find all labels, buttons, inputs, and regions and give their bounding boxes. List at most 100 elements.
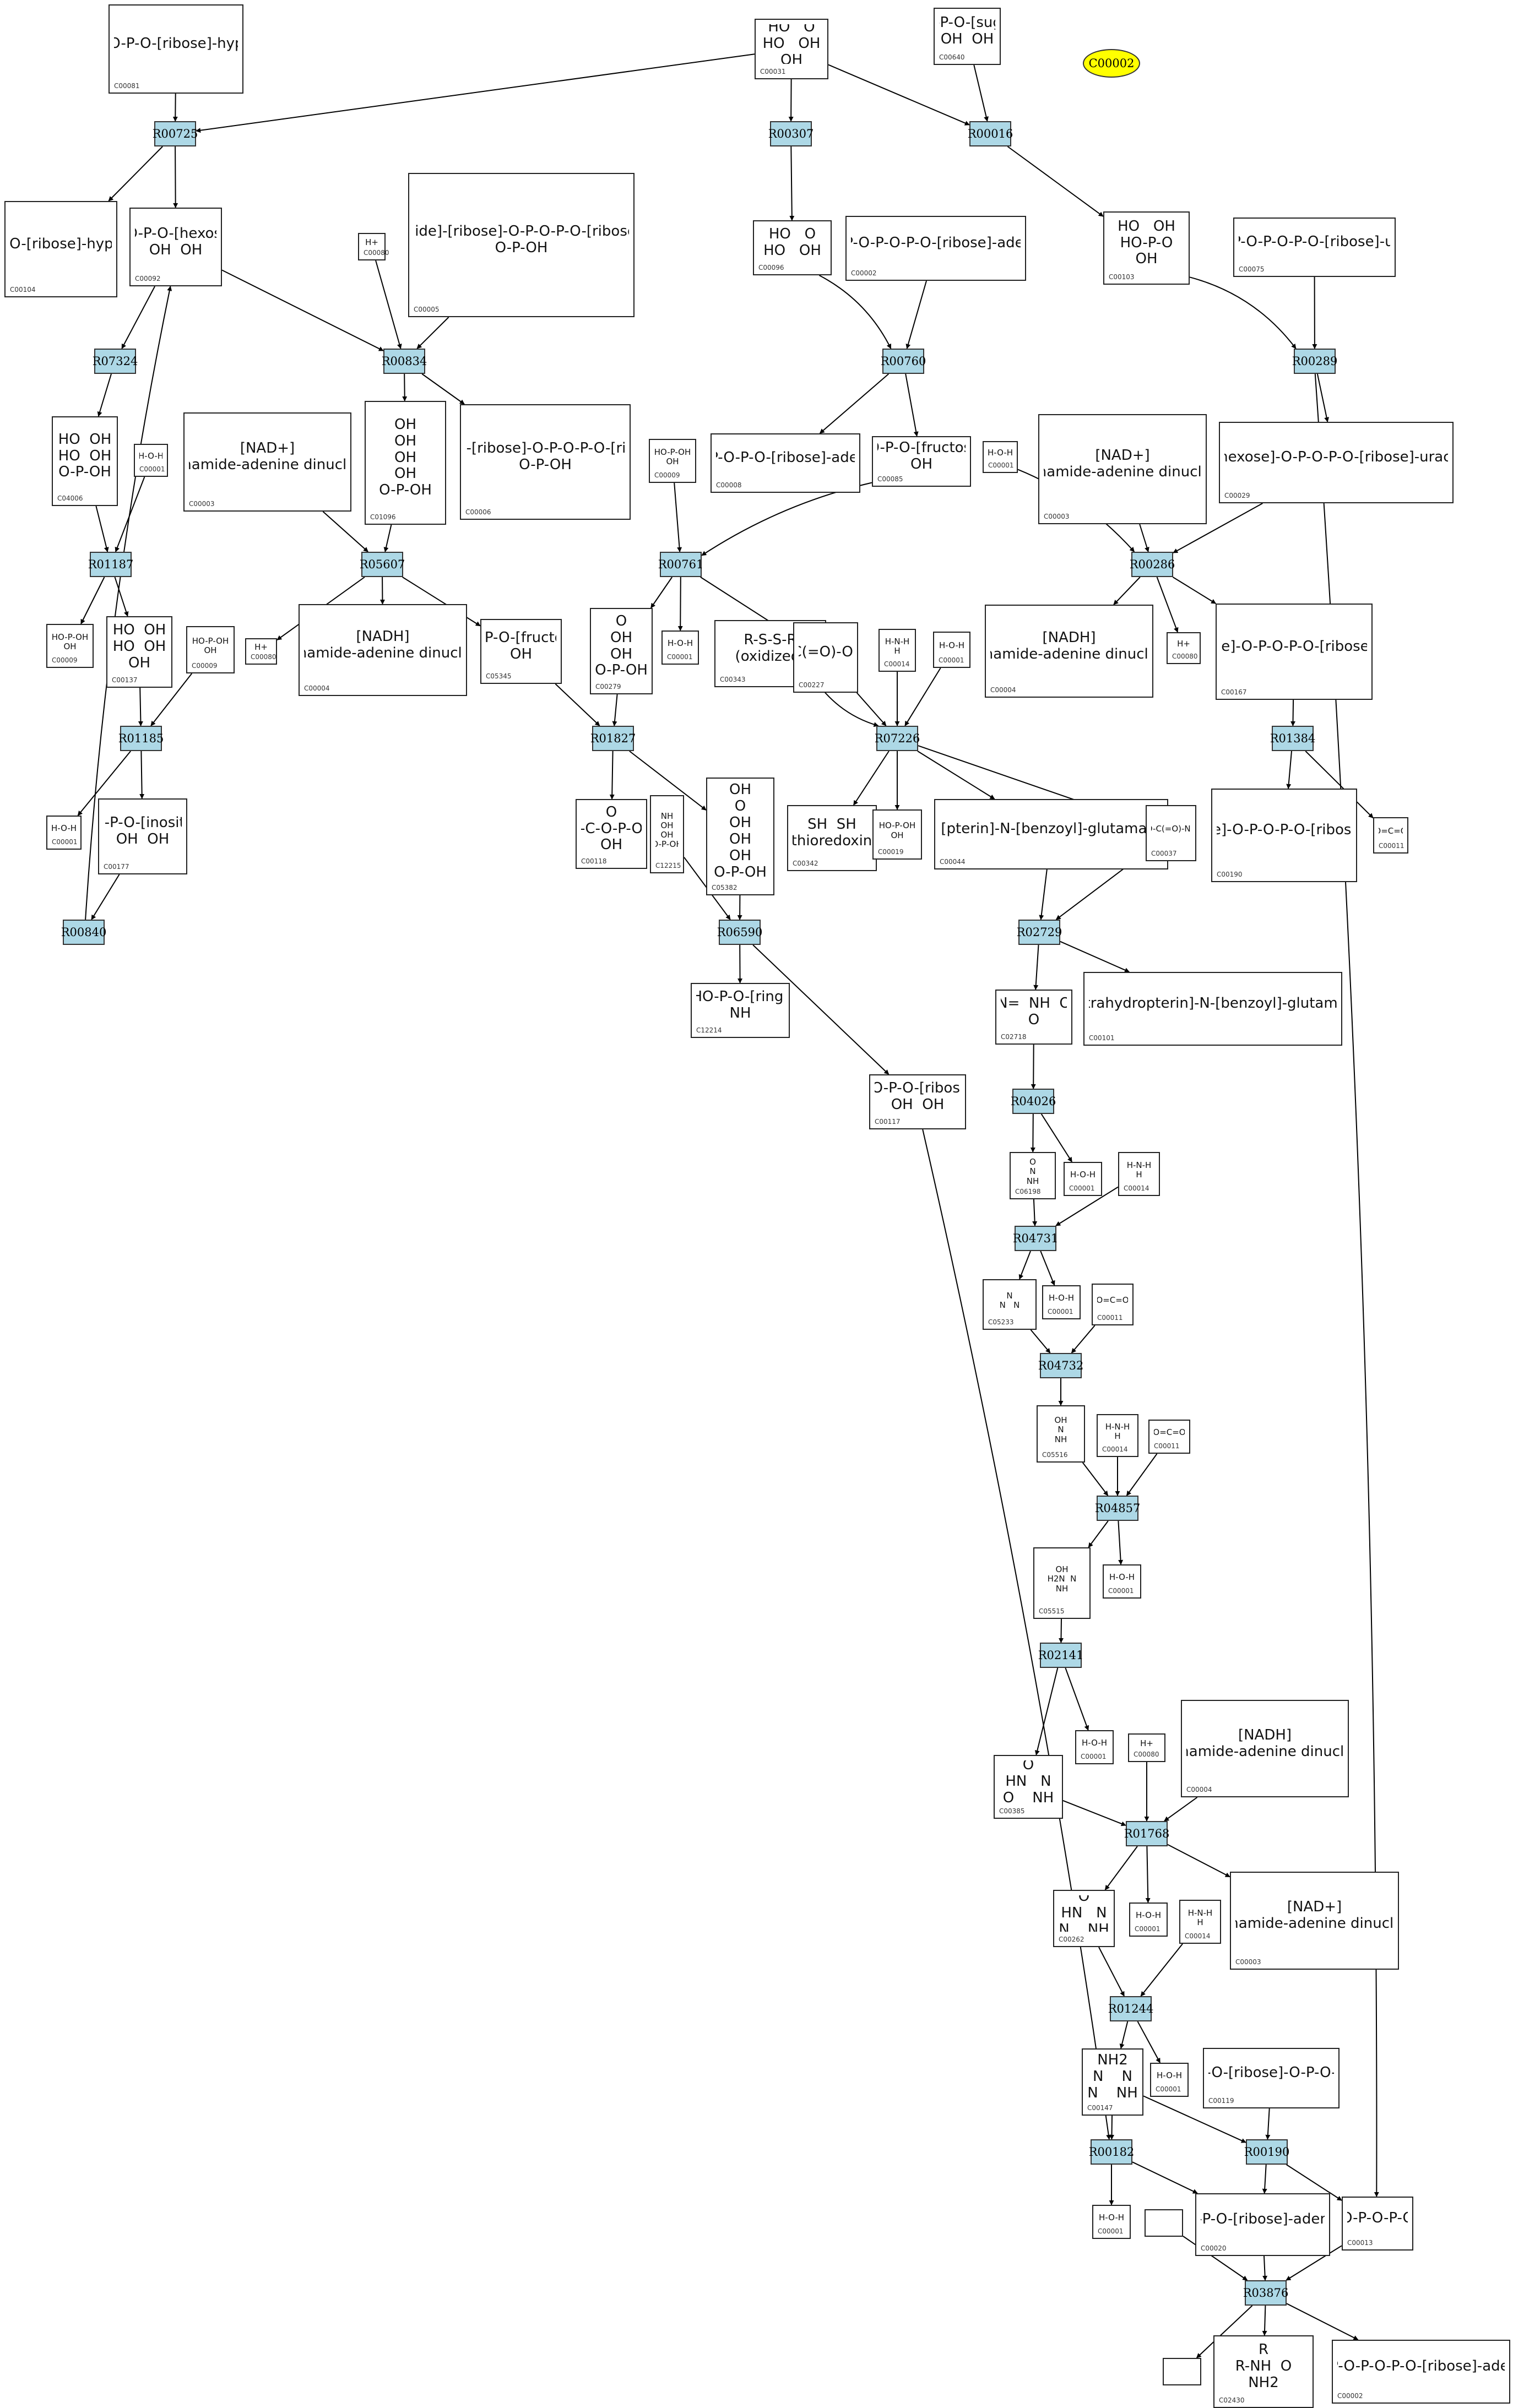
reaction-node[interactable]: R00190 bbox=[1244, 2139, 1289, 2165]
reaction-node[interactable]: R04732 bbox=[1038, 1353, 1083, 1378]
compound-box[interactable]: HO-C(=O)-NH2C00037 bbox=[1146, 805, 1196, 861]
reaction-node[interactable]: R01768 bbox=[1124, 1821, 1169, 1846]
compound-box[interactable]: HO-P-O-P-O-P-O-[ribose]-adenineC00002 bbox=[845, 216, 1026, 281]
compound-box[interactable]: NH OH OH O-P-OHC12215 bbox=[650, 795, 684, 873]
compound-box[interactable]: H+C00080 bbox=[358, 233, 389, 260]
compound-box[interactable] bbox=[1163, 2358, 1201, 2385]
reaction-node[interactable]: R07226 bbox=[875, 726, 920, 751]
reaction-node[interactable]: R02141 bbox=[1038, 1643, 1083, 1668]
compound-box[interactable]: HO-P-O-P-O-P-O-[ribose]-uracilC00075 bbox=[1233, 218, 1396, 277]
reaction-node[interactable]: R00286 bbox=[1130, 552, 1175, 577]
reaction-node[interactable]: R04857 bbox=[1095, 1496, 1140, 1521]
reaction-node[interactable]: R06590 bbox=[717, 920, 762, 945]
compound-box[interactable]: [pentose]-O-P-O-P-O-[ribose]-uracilC0019… bbox=[1211, 789, 1357, 882]
reaction-node[interactable]: R00307 bbox=[768, 121, 814, 146]
reaction-node[interactable]: R03876 bbox=[1243, 2280, 1288, 2306]
compound-box[interactable]: HO-P-O-[ribose]-adenineC00020 bbox=[1195, 2193, 1330, 2256]
compound-box[interactable]: H+C00080 bbox=[1167, 632, 1201, 664]
compound-box[interactable]: HO-P-O-P-OHC00013 bbox=[1342, 2197, 1413, 2251]
reaction-node[interactable]: R00834 bbox=[382, 349, 427, 374]
reaction-node[interactable]: R00761 bbox=[658, 552, 703, 577]
compound-box[interactable]: H3C-C(=O)-O-P-OHC00227 bbox=[793, 622, 858, 693]
reaction-node[interactable]: R01827 bbox=[590, 726, 636, 751]
compound-box[interactable]: H+C00080 bbox=[245, 638, 277, 665]
reaction-node[interactable]: R01244 bbox=[1108, 1996, 1153, 2021]
reaction-node[interactable]: R01187 bbox=[88, 552, 133, 577]
reaction-node[interactable]: R07324 bbox=[93, 349, 138, 374]
compound-box[interactable] bbox=[1145, 2209, 1183, 2237]
compound-box[interactable]: HO-P-O-P-O-[ribose]-hypoxanthineC00104 bbox=[4, 201, 117, 297]
compound-box[interactable]: [NAD+] nicotinamide-adenine dinucleotide… bbox=[183, 412, 351, 512]
compound-box[interactable]: SH SH R-[thioredoxin]-RC00342 bbox=[787, 805, 877, 871]
compound-box[interactable]: HO-P-O-P-O-P-O-[ribose]-hypoxanthineC000… bbox=[109, 4, 243, 94]
compound-box[interactable]: [nicotinamide]-[ribose]-O-P-O-P-O-[ribos… bbox=[408, 173, 635, 317]
reaction-node[interactable]: R04026 bbox=[1011, 1089, 1056, 1114]
reaction-node[interactable]: R05607 bbox=[360, 552, 405, 577]
compound-box[interactable]: [nicotinamide]-[ribose]-O-P-O-P-O-[ribos… bbox=[460, 404, 631, 520]
compound-box[interactable]: [NAD+] nicotinamide-adenine dinucleotide… bbox=[1230, 1872, 1399, 1970]
reaction-node[interactable]: R02729 bbox=[1017, 920, 1062, 945]
compound-box[interactable]: [uronate]-O-P-O-P-O-[ribose]-uracilC0016… bbox=[1216, 604, 1373, 700]
reaction-node[interactable]: R00840 bbox=[61, 920, 106, 945]
reaction-node[interactable]: R00760 bbox=[881, 349, 926, 374]
reaction-node[interactable]: R00182 bbox=[1089, 2139, 1134, 2165]
compound-box[interactable]: [tetrahydropterin]-N-[benzoyl]-glutamate… bbox=[1083, 972, 1342, 1046]
compound-box[interactable]: [NADH] nicotinamide-adenine dinucleotide… bbox=[1181, 1700, 1349, 1797]
compound-box[interactable]: [NAD+] nicotinamide-adenine dinucleotide… bbox=[1038, 414, 1207, 524]
reaction-node[interactable]: R00016 bbox=[968, 121, 1013, 146]
reaction-node[interactable]: R00725 bbox=[153, 121, 198, 146]
reaction-node[interactable]: R01384 bbox=[1270, 726, 1315, 751]
compound-box[interactable]: HO-P-O-[ribose]-O-P-O-P-OHC00119 bbox=[1203, 2048, 1340, 2108]
compound-box[interactable]: HO-P-O-P-O-P-O-[ribose]-adenineC00002 bbox=[1332, 2340, 1510, 2404]
reaction-node[interactable]: R04731 bbox=[1013, 1226, 1058, 1251]
reaction-node[interactable]: R00289 bbox=[1292, 349, 1337, 374]
compound-box[interactable]: H+C00080 bbox=[1128, 1733, 1165, 1762]
